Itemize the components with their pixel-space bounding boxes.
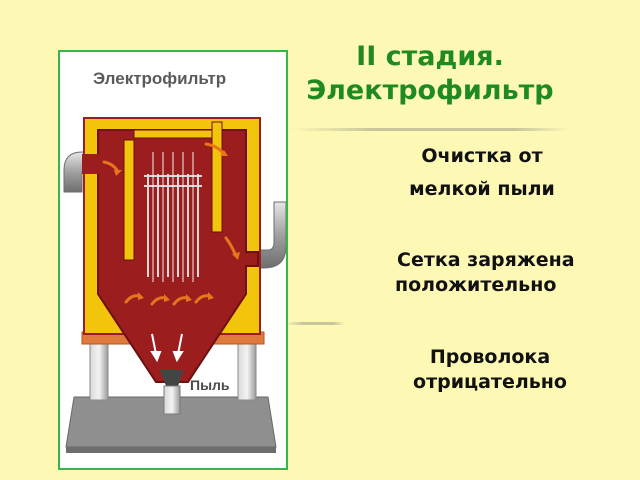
inlet-channel	[82, 154, 110, 174]
slide-title: II стадия. Электрофильтр	[270, 40, 590, 108]
support-leg-left	[89, 341, 109, 401]
discharge-wires	[152, 152, 194, 282]
slide-title-line-1: II стадия.	[356, 41, 504, 72]
slide-title-line-2: Электрофильтр	[306, 75, 554, 106]
gas-flow-arrowheads	[114, 150, 240, 302]
hopper-cone	[160, 370, 184, 386]
bullet-wire-negative-line-1: Проволока	[429, 346, 551, 368]
electrofilter-illustration: Электрофильтр	[63, 69, 286, 453]
bullet-grid-positive-line-1: Сетка заряжена	[397, 249, 575, 271]
bullet-fine-dust-line-2: мелкой пыли	[409, 178, 555, 200]
bullet-grid-positive-line-2: положительно	[395, 274, 557, 296]
base-front	[66, 447, 276, 453]
support-leg-right	[237, 341, 257, 401]
outlet-pipe	[255, 201, 286, 269]
bullet-divider	[285, 322, 345, 325]
top-plate	[133, 129, 213, 139]
diagram-caption: Электрофильтр	[93, 69, 226, 88]
bullet-grid-positive: Сетка заряжена положительно	[385, 248, 625, 298]
dust-label: Пыль	[190, 377, 230, 393]
bullet-wire-negative-line-2: отрицательно	[413, 371, 567, 393]
baffle-right	[211, 121, 223, 233]
baffle-left	[123, 139, 135, 261]
title-divider	[290, 128, 570, 131]
bullet-wire-negative: Проволока отрицательно	[390, 345, 590, 395]
bullet-fine-dust-line-1: Очистка от	[421, 145, 543, 167]
dust-fall-arrows	[150, 333, 184, 363]
dust-outlet-pipe	[163, 385, 181, 415]
bullet-fine-dust: Очистка от мелкой пыли	[392, 144, 572, 202]
electrofilter-diagram: Электрофильтр	[58, 50, 288, 470]
